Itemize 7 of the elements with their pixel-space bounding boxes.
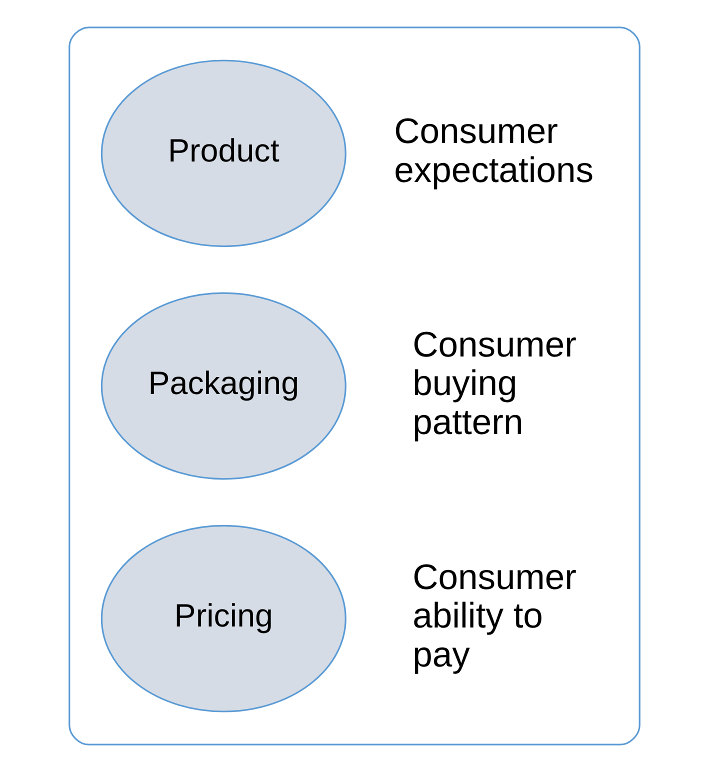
node-ellipse: Pricing — [100, 524, 346, 712]
node-ellipse: Product — [100, 60, 346, 248]
cluster — [68, 26, 640, 746]
node-label: Consumer buying pattern — [412, 324, 576, 442]
node-label: Consumer ability to pay — [412, 556, 576, 674]
node-label: Consumer expectations — [394, 111, 593, 190]
node-ellipse: Packaging — [100, 292, 346, 480]
